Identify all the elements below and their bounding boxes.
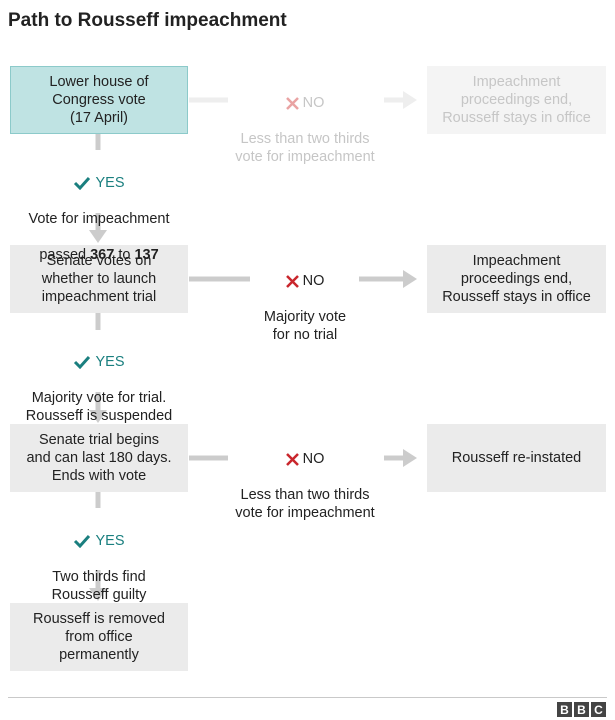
check-icon — [73, 355, 91, 369]
arrow-trial-no — [189, 449, 417, 467]
no-row: NO — [220, 450, 390, 468]
yes-label: YES — [95, 354, 125, 370]
no-1-text: Less than two thirds vote for impeachmen… — [235, 131, 375, 165]
no-row: NO — [220, 94, 390, 112]
votes-against: 137 — [134, 247, 159, 263]
box-senate-trial: Senate trial begins and can last 180 day… — [10, 424, 188, 492]
arrow-lower-to-senate — [89, 134, 107, 243]
box-lower-no-outcome: Impeachment proceedings end, Rousseff st… — [427, 66, 606, 134]
yes-1-line2: passed 367 to 137 — [39, 247, 159, 263]
no-branch-2: NO Majority vote for no trial — [230, 254, 380, 362]
cross-icon — [285, 452, 299, 466]
cross-icon — [285, 274, 299, 288]
yes-branch-1: YES Vote for impeachment passed 367 to 1… — [10, 156, 188, 282]
no-2-text: Majority vote for no trial — [263, 309, 347, 343]
yes-row: YES — [10, 353, 188, 371]
box-removed: Rousseff is removed from office permanen… — [10, 603, 188, 671]
yes-branch-2: YES Majority vote for trial. Rousseff is… — [10, 335, 188, 443]
box-lower-house-vote: Lower house of Congress vote (17 April) — [10, 66, 188, 134]
box-senate-no-outcome: Impeachment proceedings end, Rousseff st… — [427, 245, 606, 313]
yes-branch-3: YES Two thirds find Rousseff guilty — [10, 514, 188, 622]
yes-1-line1: Vote for impeachment — [28, 211, 170, 227]
no-label: NO — [302, 95, 325, 111]
no-branch-1: NO Less than two thirds vote for impeach… — [220, 76, 390, 184]
arrow-senate-no — [189, 270, 417, 288]
yes-row: YES — [10, 174, 188, 192]
yes-label: YES — [95, 533, 125, 549]
arrow-senate-to-trial — [89, 313, 107, 423]
arrow-lower-no — [189, 91, 417, 109]
footer-divider — [8, 697, 607, 698]
yes-row: YES — [10, 532, 188, 550]
page-title: Path to Rousseff impeachment — [8, 10, 287, 31]
no-3-text: Less than two thirds vote for impeachmen… — [235, 487, 375, 521]
check-icon — [73, 176, 91, 190]
yes-2-text: Majority vote for trial. Rousseff is sus… — [25, 390, 173, 424]
votes-for: 367 — [90, 247, 115, 263]
yes-3-text: Two thirds find Rousseff guilty — [51, 569, 147, 603]
no-branch-3: NO Less than two thirds vote for impeach… — [220, 432, 390, 540]
box-senate-votes: Senate votes on whether to launch impeac… — [10, 245, 188, 313]
yes-label: YES — [95, 175, 125, 191]
box-reinstated: Rousseff re-instated — [427, 424, 606, 492]
no-label: NO — [302, 451, 325, 467]
check-icon — [73, 534, 91, 548]
cross-icon — [285, 96, 299, 110]
no-label: NO — [302, 273, 325, 289]
bbc-logo: B B C — [557, 702, 606, 717]
no-row: NO — [230, 272, 380, 290]
arrow-trial-to-removed — [89, 492, 107, 601]
